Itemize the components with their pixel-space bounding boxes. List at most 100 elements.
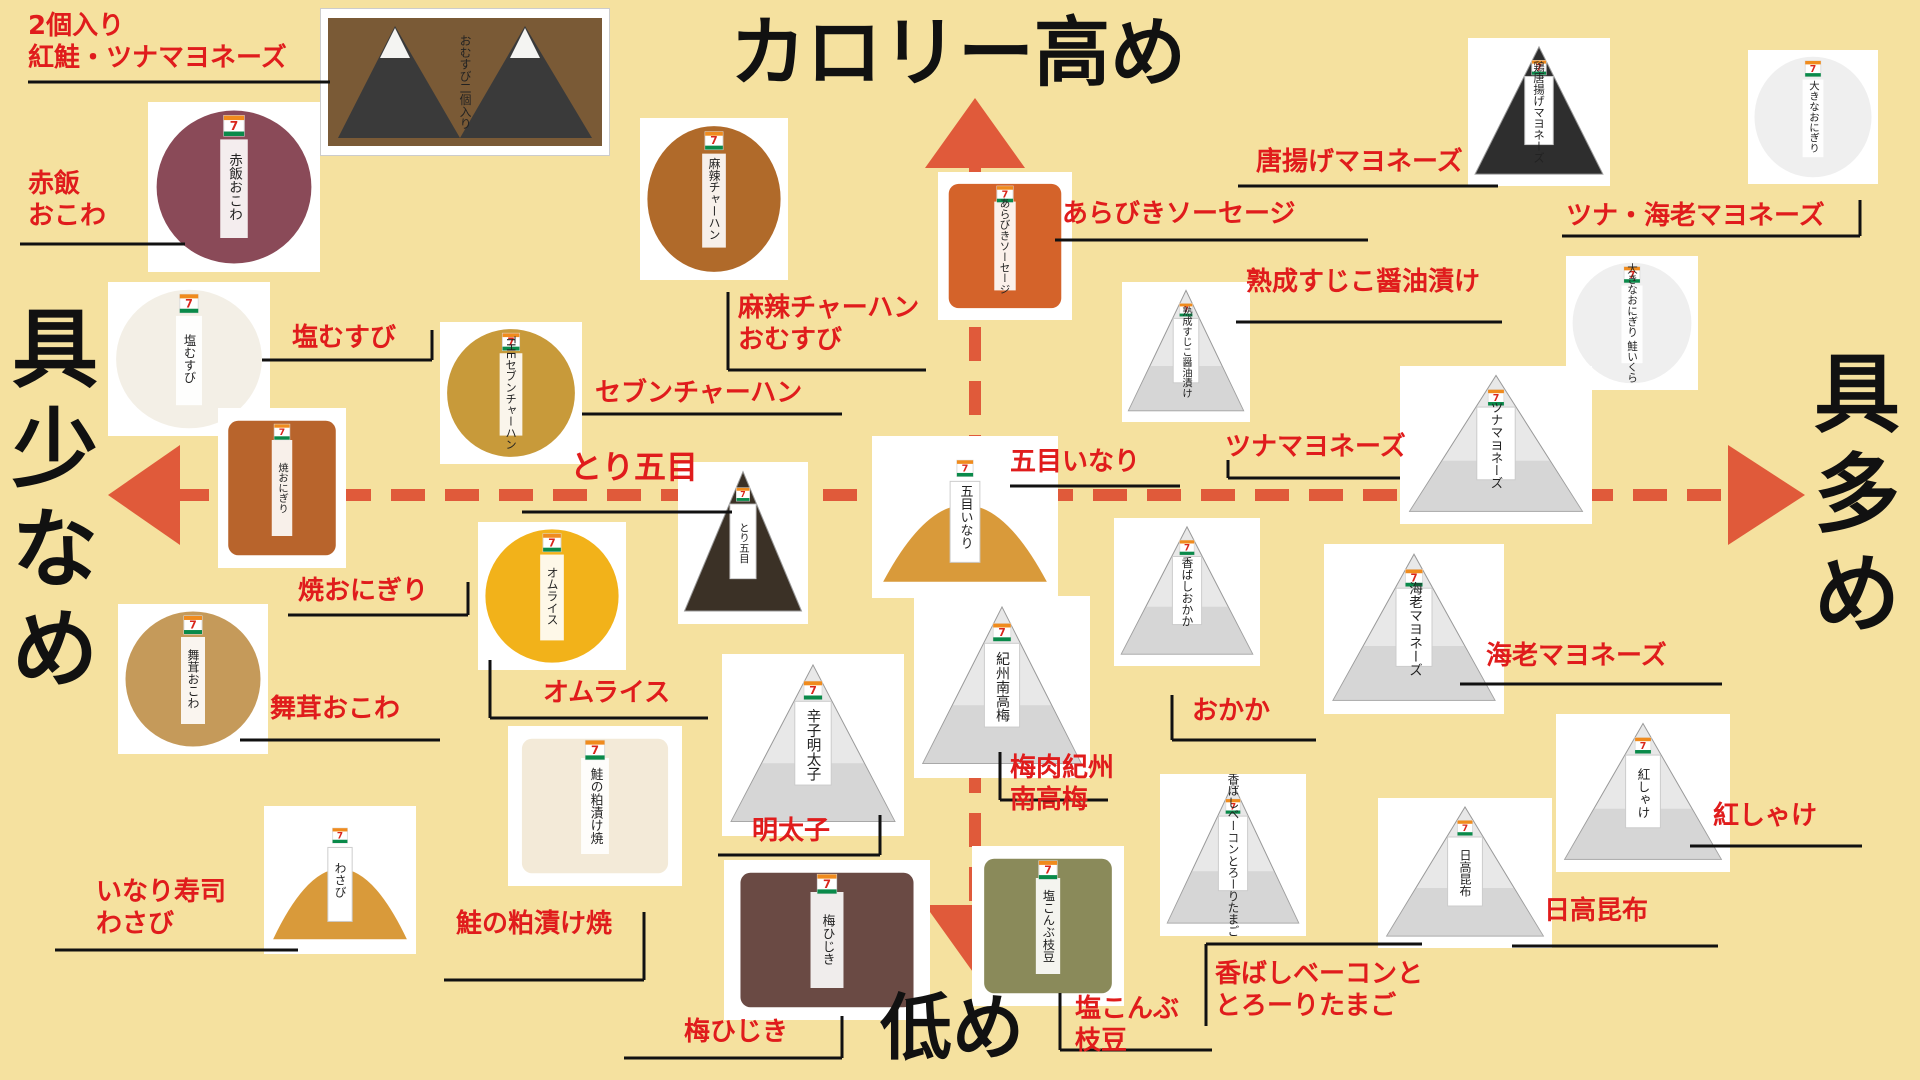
sekihan-product[interactable]: 7 赤飯おこわ xyxy=(148,102,320,272)
product-name: 塩むすび xyxy=(182,333,196,383)
hidaka-konbu-label[interactable]: 日高昆布 xyxy=(1544,896,1649,926)
omurice-label[interactable]: オムライス xyxy=(543,678,671,708)
svg-text:7: 7 xyxy=(1002,189,1009,200)
svg-text:7: 7 xyxy=(710,134,717,147)
svg-text:7: 7 xyxy=(230,119,239,133)
ume-hijiki-label[interactable]: 梅ひじき xyxy=(684,1017,789,1047)
svg-text:7: 7 xyxy=(185,297,193,310)
seven-fried-rice-label[interactable]: セブンチャーハン xyxy=(595,378,803,408)
product-name: 鶏唐揚げマヨネーズ xyxy=(1532,60,1546,163)
product-name: 香ばしベーコンとろーりたまご xyxy=(1226,774,1240,936)
svg-text:7: 7 xyxy=(809,684,817,697)
inari-wasabi-label[interactable]: いなり寿司 わさび xyxy=(96,877,227,939)
shio-musubi-label[interactable]: 塩むすび xyxy=(292,323,397,353)
shio-konbu-edamame-label[interactable]: 塩こんぶ 枝豆 xyxy=(1075,994,1180,1056)
ume-hijiki-product[interactable]: 7 梅ひじき xyxy=(724,860,930,1020)
okaka-product[interactable]: 7 香ばしおかか xyxy=(1114,518,1260,666)
svg-text:7: 7 xyxy=(998,627,1005,639)
axis-top-title: カロリー高め xyxy=(730,8,1186,97)
svg-text:7: 7 xyxy=(1810,64,1817,75)
axis-left-title: 具少なめ xyxy=(12,300,98,700)
product-name: 日高昆布 xyxy=(1458,849,1472,898)
svg-text:7: 7 xyxy=(1184,544,1190,554)
product-name: 鮭の粕漬け焼 xyxy=(588,768,603,845)
product-name: 海老マヨネーズ xyxy=(1406,581,1423,677)
tuna-ebi-mayo-label[interactable]: ツナ・海老マヨネーズ xyxy=(1566,201,1825,231)
product-name: 塩こんぶ枝豆 xyxy=(1041,888,1055,962)
svg-text:7: 7 xyxy=(1629,270,1636,281)
svg-text:7: 7 xyxy=(591,743,599,757)
product-name: 紅しゃけ xyxy=(1636,768,1651,819)
svg-text:7: 7 xyxy=(279,427,285,438)
svg-text:7: 7 xyxy=(1183,306,1188,315)
arrow-left-icon xyxy=(108,445,180,545)
svg-text:7: 7 xyxy=(740,490,745,499)
two-pack-product[interactable]: おむすび二個入り xyxy=(320,8,610,156)
hidaka-konbu-product[interactable]: 7 日高昆布 xyxy=(1378,798,1552,948)
svg-text:7: 7 xyxy=(1536,63,1542,73)
svg-text:7: 7 xyxy=(1462,824,1468,834)
svg-text:7: 7 xyxy=(507,337,514,348)
gomoku-inari-label[interactable]: 五目いなり xyxy=(1010,447,1141,477)
axis-bottom-title: 低め xyxy=(880,986,1025,1070)
product-name: 赤飯おこわ xyxy=(226,153,243,221)
svg-text:7: 7 xyxy=(823,877,831,891)
bacon-egg-label[interactable]: 香ばしベーコンと とろーりたまご xyxy=(1215,959,1424,1021)
tori-gomoku-product[interactable]: 7 とり五目 xyxy=(678,462,808,624)
ebi-mayo-label[interactable]: 海老マヨネーズ xyxy=(1486,641,1667,671)
product-name: 舞茸おこわ xyxy=(186,649,200,709)
tori-gomoku-label[interactable]: とり五目 xyxy=(570,448,699,486)
product-name: 大きなおにぎり xyxy=(1807,80,1819,154)
sekihan-label[interactable]: 赤飯 おこわ xyxy=(28,169,107,231)
product-name: おむすび二個入り xyxy=(458,35,472,130)
product-name: オムライス xyxy=(545,566,559,625)
tuna-mayo-label[interactable]: ツナマヨネーズ xyxy=(1225,432,1406,462)
karaage-mayo-label[interactable]: 唐揚げマヨネーズ xyxy=(1256,147,1463,177)
beni-shake-label[interactable]: 紅しゃけ xyxy=(1713,801,1818,831)
yaki-onigiri-label[interactable]: 焼おにぎり xyxy=(298,576,429,606)
svg-text:7: 7 xyxy=(1410,573,1417,584)
svg-text:7: 7 xyxy=(337,832,343,842)
ume-kishu-label[interactable]: 梅肉紀州 南高梅 xyxy=(1010,753,1115,815)
product-name: 麻辣チャーハン xyxy=(707,157,721,240)
mala-fried-rice-product[interactable]: 7 麻辣チャーハン xyxy=(640,118,788,280)
mala-fried-rice-label[interactable]: 麻辣チャーハン おむすび xyxy=(738,293,920,355)
yaki-onigiri-product[interactable]: 7 焼おにぎり xyxy=(218,408,346,568)
svg-text:7: 7 xyxy=(1493,393,1500,404)
arrow-up-icon xyxy=(925,98,1025,168)
okaka-label[interactable]: おかか xyxy=(1192,696,1271,726)
salmon-kasuzuke-label[interactable]: 鮭の粕漬け焼 xyxy=(456,909,613,939)
svg-text:7: 7 xyxy=(1640,741,1647,752)
product-name: あらびきソーセージ xyxy=(999,198,1012,294)
salmon-kasuzuke-product[interactable]: 7 鮭の粕漬け焼 xyxy=(508,726,682,886)
maitake-okowa-label[interactable]: 舞茸おこわ xyxy=(270,694,401,724)
product-name: とり五目 xyxy=(737,522,749,564)
sujiko-label[interactable]: 熟成すじこ醤油漬け xyxy=(1246,267,1481,297)
beni-shake-product[interactable]: 7 紅しゃけ xyxy=(1556,714,1730,872)
product-name: 焼おにぎり xyxy=(276,462,288,513)
svg-text:7: 7 xyxy=(1230,802,1236,812)
mentaiko-label[interactable]: 明太子 xyxy=(752,816,831,846)
two-pack-label[interactable]: 2個入り 紅鮭・ツナマヨネーズ xyxy=(28,11,287,73)
axis-right-title: 具多め xyxy=(1814,345,1900,645)
product-name: 梅ひじき xyxy=(820,914,835,965)
arabiki-sausage-label[interactable]: あらびきソーセージ xyxy=(1062,199,1296,229)
product-name: 香ばしおかか xyxy=(1180,557,1194,627)
product-name: ツナマヨネーズ xyxy=(1489,401,1504,490)
tuna-ebi-mayo-product[interactable]: 7 大きなおにぎり xyxy=(1748,50,1878,184)
